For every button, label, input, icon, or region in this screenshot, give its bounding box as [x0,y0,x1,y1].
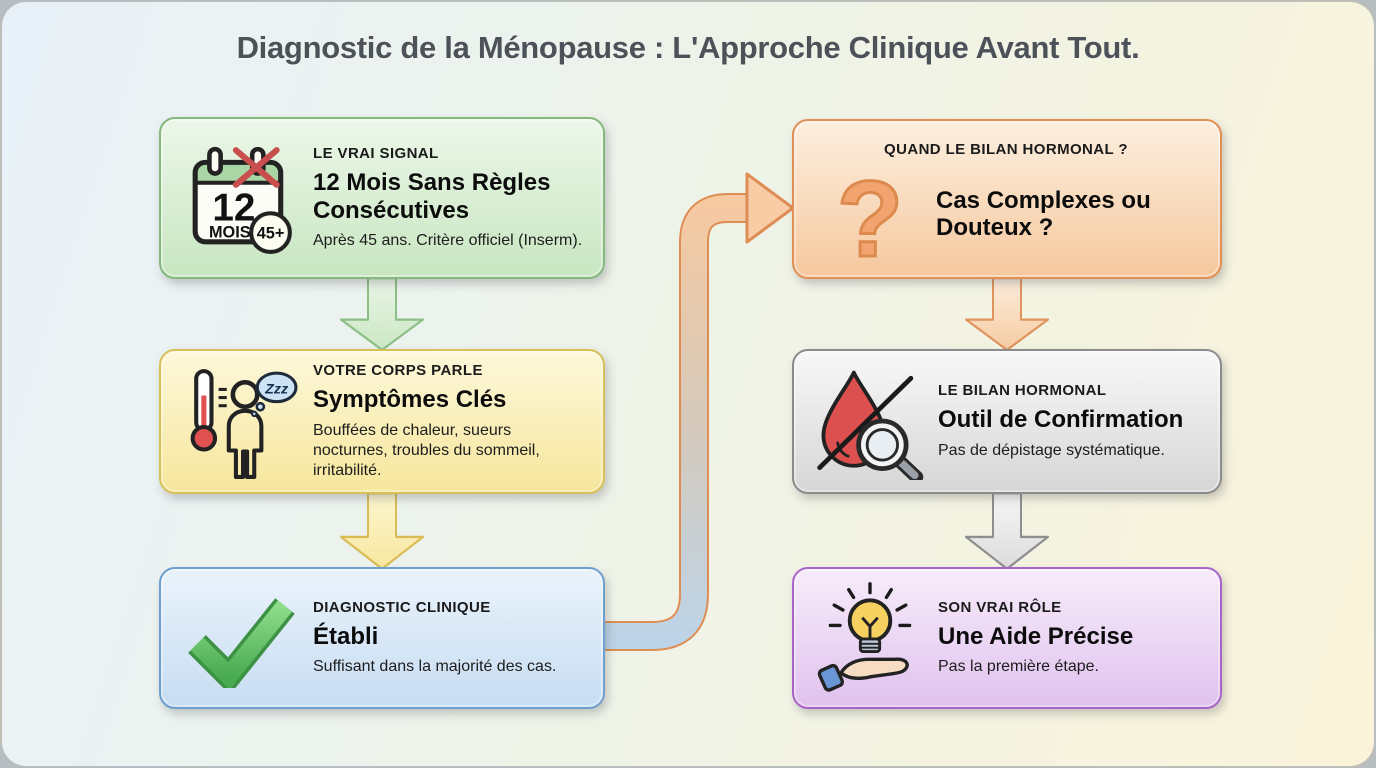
card-title: Une Aide Précise [938,622,1134,650]
checkmark-icon [177,588,305,688]
no-systematic-blood-test-icon [810,364,930,480]
card-subtitle: Pas la première étape. [938,658,1099,676]
card-title: Cas Complexes ou Douteux ? [936,186,1151,241]
card-subtitle: Bouffées de chaleur, sueurs nocturnes, t… [313,421,540,479]
light-rays [828,582,912,628]
down-arrow-orange [965,277,1049,351]
page-title: Diagnostic de la Ménopause : L'Approche … [236,30,1140,65]
hand-icon [839,657,909,680]
card-kicker: VOTRE CORPS PARLE [313,362,483,380]
connector-arrowhead [745,172,795,244]
card-subtitle: Après 45 ans. Critère officiel (Inserm). [313,231,583,249]
down-arrow-yellow [340,492,424,570]
card-title: Symptômes Clés [313,386,507,414]
sleep-bubble-icon [255,371,298,403]
card-title: Établi [313,622,379,650]
slash-icon [817,375,914,470]
card-kicker: LE BILAN HORMONAL [938,382,1107,400]
card-kicker: LE VRAI SIGNAL [313,145,439,163]
sleep-bubble-text: Zzz [264,381,289,397]
down-arrow-green [340,277,424,351]
step-card-bilan-hormonal: LE BILAN HORMONAL Outil de Confirmation … [792,349,1222,494]
calendar-icon: 12 MOIS 45+ [177,142,305,254]
age-badge [249,211,292,254]
card-subtitle: Suffisant dans la majorité des cas. [313,658,557,676]
card-title: 12 Mois Sans Règles Consécutives [313,169,551,224]
symptoms-person-icon: Zzz [177,365,305,479]
calendar-unit: MOIS [209,224,251,242]
question-mark-glyph: ? [837,158,903,270]
step-card-symptomes: Zzz VOTRE CORPS PARLE Symptômes Clés Bou… [159,349,605,494]
down-arrow-gray [965,492,1049,570]
age-badge-label: 45+ [257,225,285,243]
lightbulb-hand-icon [810,580,930,696]
step-card-vrai-signal: 12 MOIS 45+ LE VRAI SIGNAL 12 Mois Sans … [159,117,605,279]
card-kicker: QUAND LE BILAN HORMONAL ? [884,141,1128,158]
card-kicker: DIAGNOSTIC CLINIQUE [313,598,491,616]
card-kicker: SON VRAI RÔLE [938,598,1062,616]
step-card-diagnostic: DIAGNOSTIC CLINIQUE Établi Suffisant dan… [159,567,605,709]
card-title: Outil de Confirmation [938,406,1184,434]
step-card-vrai-role: SON VRAI RÔLE Une Aide Précise Pas la pr… [792,567,1222,709]
card-subtitle: Pas de dépistage systématique. [938,441,1165,459]
question-mark-icon: ? [810,158,930,270]
connector-outline [603,193,748,651]
step-card-quand-bilan: QUAND LE BILAN HORMONAL ? ? Cas Complexe… [792,119,1222,279]
sleeve [817,663,845,692]
calendar-number: 12 [212,186,255,229]
connector-body [603,195,748,649]
person-icon [230,379,260,409]
